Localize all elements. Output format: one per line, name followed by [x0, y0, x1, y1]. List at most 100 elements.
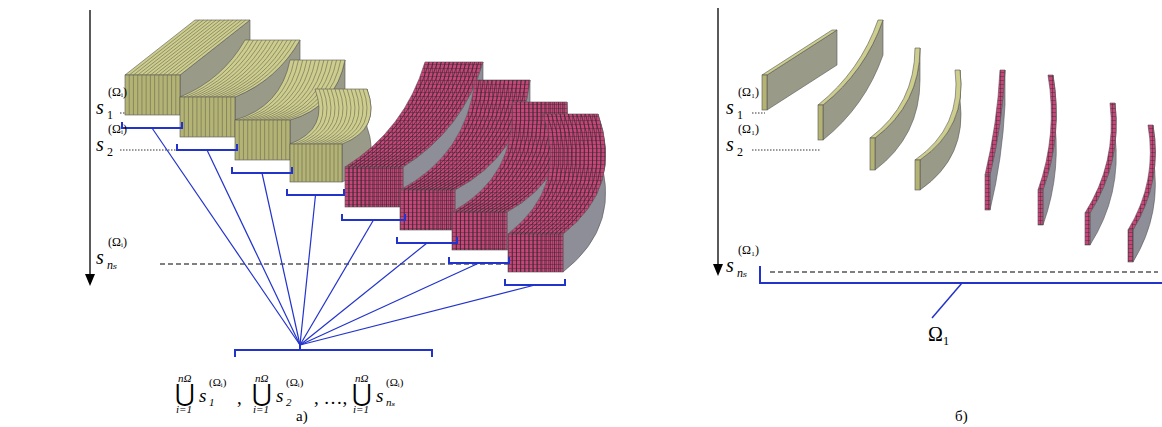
- leader-line: [932, 283, 962, 318]
- math-label: s: [726, 134, 734, 154]
- slice-line: [159, 20, 229, 75]
- math-label: (Ωᵢ): [209, 377, 226, 388]
- slice-line: [192, 97, 193, 137]
- block-front: [345, 167, 403, 207]
- bracket: [287, 189, 344, 195]
- slice-line: [486, 102, 546, 212]
- slice-block: [985, 70, 1005, 210]
- slice-line: [306, 89, 335, 144]
- math-label: s: [726, 97, 734, 117]
- slice-line: [150, 20, 220, 75]
- slice-line: [541, 234, 542, 272]
- slice-line: [456, 212, 457, 250]
- block-top: [870, 48, 920, 138]
- block-side: [920, 70, 961, 190]
- slice-line: [382, 167, 383, 207]
- slice-line: [412, 190, 413, 230]
- slice-line: [163, 75, 164, 115]
- bracket: [235, 345, 432, 357]
- slice-block: [762, 30, 837, 110]
- slice-line: [416, 190, 417, 230]
- block-front: [508, 234, 563, 272]
- bracket: [760, 266, 1162, 283]
- slice-line: [477, 212, 478, 250]
- slice-line: [201, 40, 266, 97]
- slice-line: [537, 234, 538, 272]
- slice-line: [265, 60, 320, 120]
- axis-line: [89, 10, 90, 276]
- slice-line: [357, 167, 358, 207]
- slice-line: [209, 97, 210, 137]
- slice-line: [404, 190, 405, 230]
- block-front: [180, 97, 235, 137]
- slice-line: [464, 212, 465, 250]
- axis-line: [717, 8, 718, 266]
- slice-line: [326, 89, 355, 144]
- slice-line: [260, 120, 261, 160]
- slice-line: [310, 144, 311, 182]
- slice-line: [442, 190, 443, 230]
- slice-line: [201, 97, 202, 137]
- slice-line: [555, 114, 598, 234]
- slice-block: [1128, 125, 1155, 262]
- slice-line: [133, 20, 203, 75]
- block-front: [870, 138, 875, 170]
- block-front: [985, 175, 990, 210]
- block-front: [818, 105, 823, 140]
- slice-line: [322, 89, 351, 144]
- math-label: ,: [237, 388, 242, 407]
- slice-line: [468, 212, 469, 250]
- slice-line: [338, 89, 367, 144]
- slice-line: [129, 75, 130, 115]
- level-line: [770, 272, 1158, 273]
- slice-line: [154, 75, 155, 115]
- math-label: , …,: [314, 388, 347, 407]
- slice-line: [205, 97, 206, 137]
- slice-line: [390, 167, 391, 207]
- fan-line: [207, 150, 300, 345]
- slice-line: [516, 234, 517, 272]
- slice-line: [322, 144, 323, 182]
- slice-line: [512, 234, 513, 272]
- slice-line: [326, 144, 327, 182]
- slice-line: [298, 144, 299, 182]
- math-label: 2: [107, 146, 113, 158]
- block-top: [985, 70, 1005, 175]
- slice-line: [213, 97, 214, 137]
- math-label: (Ω₁): [738, 123, 759, 135]
- math-label: (Ωᵢ): [108, 123, 127, 135]
- slice-line: [205, 40, 270, 97]
- slice-stacks: [125, 20, 1155, 272]
- slice-line: [314, 89, 343, 144]
- slice-line: [218, 40, 283, 97]
- slice-line: [188, 97, 189, 137]
- math-label: nₛ: [107, 259, 117, 271]
- slice-line: [374, 167, 375, 207]
- math-label: (Ωᵢ): [108, 236, 127, 248]
- fan-line: [300, 263, 479, 345]
- slice-block: [1038, 75, 1056, 225]
- slice-line: [197, 40, 262, 97]
- block-front: [235, 120, 290, 160]
- slice-line: [226, 97, 227, 137]
- block-front: [1128, 230, 1133, 262]
- math-label: s: [376, 386, 383, 405]
- slice-line: [167, 75, 168, 115]
- slice-line: [520, 234, 521, 272]
- slice-line: [302, 144, 303, 182]
- slice-line: [490, 212, 491, 250]
- slice-line: [469, 102, 529, 212]
- slice-line: [247, 120, 248, 160]
- slice-line: [394, 167, 395, 207]
- slice-line: [285, 120, 286, 160]
- math-label: 2: [286, 397, 292, 408]
- block-front: [1038, 190, 1043, 225]
- block-top: [1038, 75, 1056, 190]
- math-label: 1: [209, 397, 215, 408]
- slice-line: [408, 190, 409, 230]
- math-label: б): [955, 409, 968, 424]
- math-label: nₛ: [737, 267, 747, 279]
- block-front: [125, 75, 180, 115]
- level-line: [752, 113, 765, 114]
